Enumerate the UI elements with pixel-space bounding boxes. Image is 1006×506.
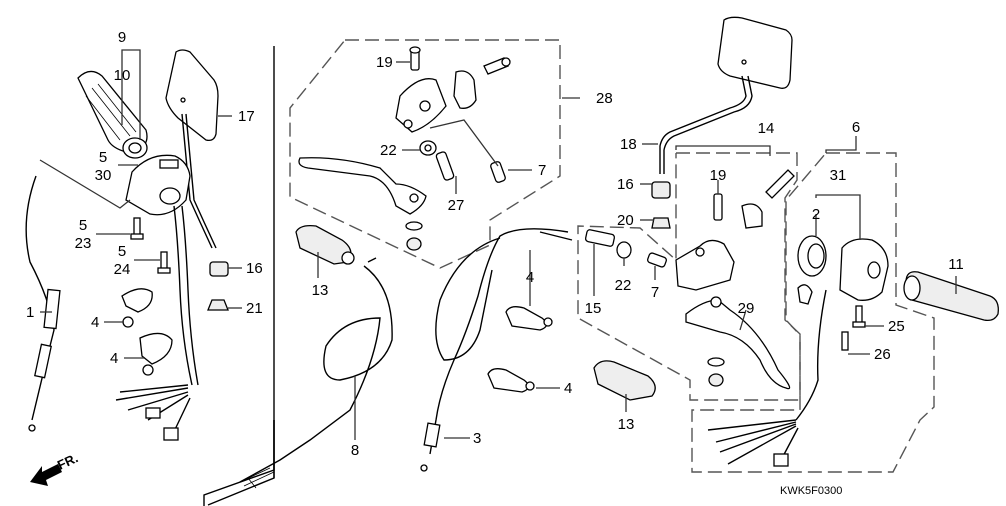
clamp-part-4-middle-lower	[487, 368, 535, 393]
callout-5-b: 5	[79, 217, 87, 234]
throttle-housing-part-30	[125, 154, 199, 386]
callout-16-right: 16	[617, 176, 634, 193]
nut-part-22-left	[419, 140, 437, 156]
brake-lever-part-29	[685, 296, 791, 390]
front-label: FR.	[55, 450, 80, 472]
nut-part-16-left	[209, 261, 229, 277]
callout-16-left: 16	[246, 260, 263, 277]
callout-13-left: 13	[312, 282, 329, 299]
callout-20: 20	[617, 212, 634, 229]
callout-17: 17	[238, 108, 255, 125]
callout-22-left: 22	[380, 142, 397, 159]
master-cylinder-body	[675, 239, 735, 291]
screw-part-25	[852, 305, 866, 328]
callout-4-left-upper: 4	[91, 314, 99, 331]
grip-part-13-left	[295, 224, 355, 265]
front-arrow-icon	[30, 464, 62, 486]
leader-lines	[39, 49, 957, 440]
callout-10: 10	[114, 67, 131, 84]
front-direction-indicator: FR.	[30, 450, 80, 486]
callout-2: 2	[812, 206, 820, 223]
callout-8: 8	[351, 442, 359, 459]
adjuster-part-15	[584, 229, 616, 247]
throttle-grip-part-10	[77, 70, 148, 159]
callout-19-left: 19	[376, 54, 393, 71]
callout-31: 31	[830, 167, 847, 184]
callout-11: 11	[948, 256, 964, 273]
cable-part-8	[239, 257, 393, 489]
clamp-half-right	[741, 203, 763, 229]
callout-19-right: 19	[710, 167, 727, 184]
adjuster-part-27	[435, 151, 455, 181]
section-divider-middle	[203, 420, 275, 506]
callout-9: 9	[118, 29, 126, 46]
callout-24: 24	[114, 261, 131, 278]
switch-bracket-left-piece	[797, 284, 813, 305]
switch-part-7-right	[647, 252, 667, 268]
grip-part-13-right	[593, 360, 656, 401]
nut-part-16-right	[651, 181, 671, 199]
drawing-code: KWK5F0300	[780, 485, 842, 497]
callout-25: 25	[888, 318, 905, 335]
callout-18: 18	[620, 136, 637, 153]
callout-13-right: 13	[618, 416, 635, 433]
clutch-lever	[298, 157, 427, 215]
callout-5-a: 5	[99, 149, 107, 166]
switch-part-7-left	[490, 161, 506, 183]
cable-part-3	[420, 228, 573, 472]
callout-30: 30	[95, 167, 112, 184]
callout-21: 21	[246, 300, 263, 317]
pivot-bolt-part-19-right	[713, 193, 723, 221]
screw-part-23	[130, 217, 144, 240]
callout-14: 14	[758, 120, 775, 137]
clamp-part-4-upper	[121, 288, 153, 328]
cable-part-1	[25, 175, 61, 432]
callout-labels: 9 10 17 5 30 5 23 5 24 16 21 1 4 4 19 28…	[26, 29, 964, 459]
callout-15: 15	[585, 300, 602, 317]
screw-part-24	[157, 251, 171, 274]
mirror-part-17	[165, 49, 219, 249]
callout-28: 28	[596, 90, 613, 107]
lever-bracket-left	[395, 78, 447, 133]
nut-part-22-right	[616, 241, 632, 259]
throttle-grip-part-11	[903, 271, 999, 322]
callout-6: 6	[852, 119, 860, 136]
callout-22-right: 22	[615, 277, 632, 294]
callout-23: 23	[75, 235, 92, 252]
clamp-part-4-middle-upper	[505, 306, 553, 331]
wiring-harness-right	[707, 289, 827, 467]
assembly-outline-6	[691, 152, 935, 473]
callout-29: 29	[738, 300, 755, 317]
callout-1: 1	[26, 304, 34, 321]
washer-pair-left	[405, 221, 423, 251]
pivot-bolt-part-19-left	[409, 46, 421, 71]
callout-7-right: 7	[651, 284, 659, 301]
wiring-harness-left	[115, 384, 191, 441]
callout-3: 3	[473, 430, 481, 447]
switch-housing-part-31	[839, 238, 889, 301]
callout-4-left-lower: 4	[110, 350, 118, 367]
callout-7-left: 7	[538, 162, 546, 179]
switch-spring-part-2	[797, 235, 827, 277]
screw-part-26	[841, 331, 849, 351]
assembly-outline-28	[289, 39, 561, 269]
clamp-part-4-lower	[139, 332, 173, 376]
assembly-outline-14	[577, 152, 801, 401]
mirror-part-18	[659, 16, 793, 174]
callout-4-middle-lower: 4	[564, 380, 572, 397]
clamp-half-left	[453, 70, 477, 109]
callout-27: 27	[448, 197, 465, 214]
bolt-right	[765, 169, 795, 199]
bolt-top-left	[483, 57, 511, 75]
washer-pair-right	[707, 357, 725, 387]
callout-5-c: 5	[118, 243, 126, 260]
nut-part-20	[651, 217, 671, 229]
callout-4-middle-upper: 4	[526, 269, 534, 286]
callout-26: 26	[874, 346, 891, 363]
nut-part-21	[207, 299, 229, 311]
